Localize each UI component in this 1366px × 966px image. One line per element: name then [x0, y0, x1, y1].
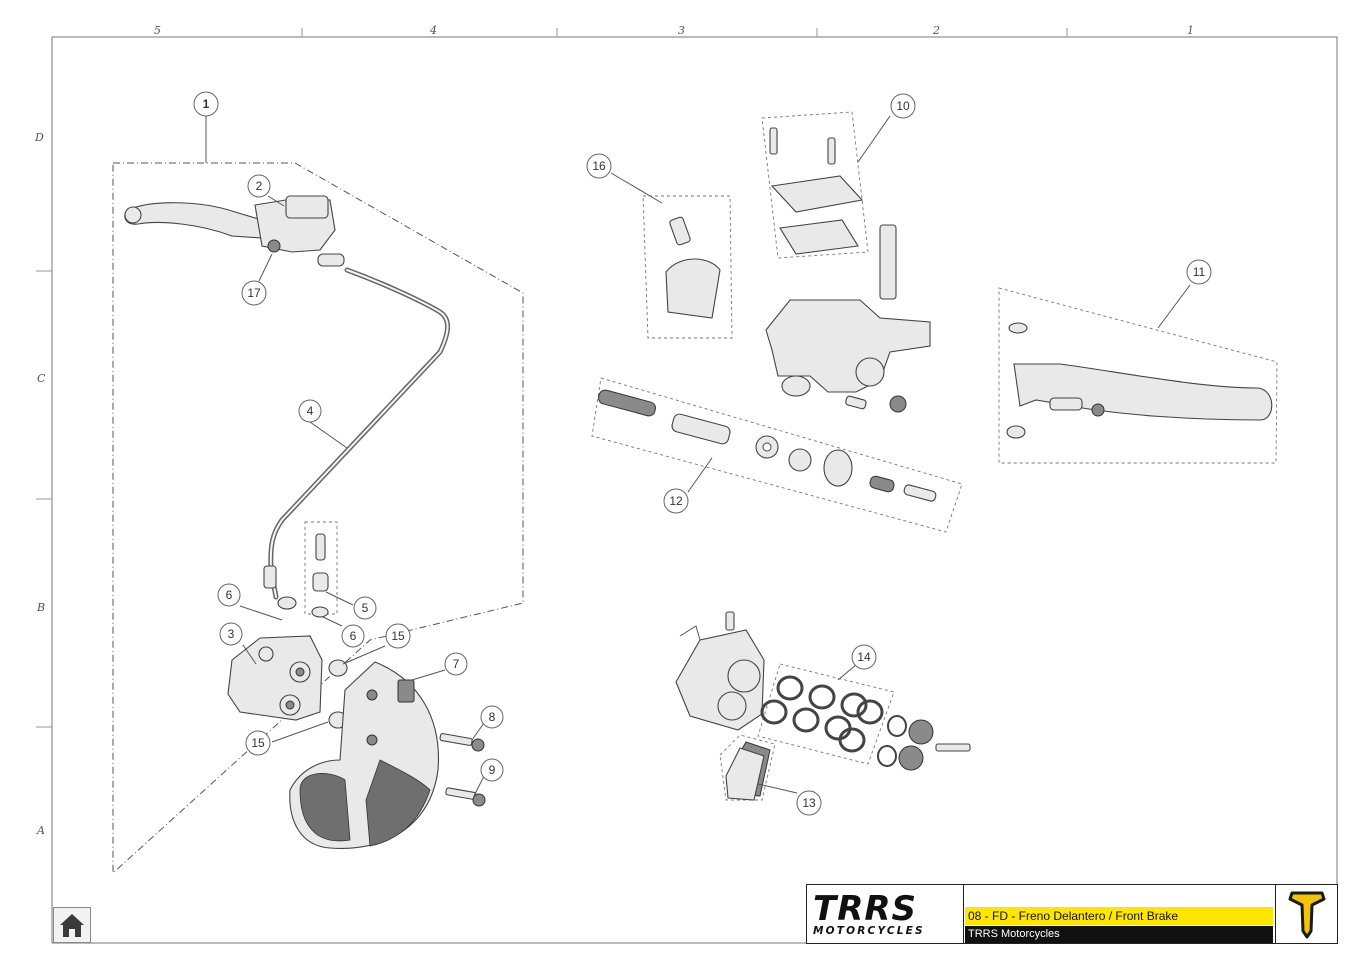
callout-12: 12: [663, 488, 689, 514]
row-label-c: C: [37, 372, 46, 385]
spacer-15a: [328, 659, 348, 677]
company-name: TRRS Motorcycles: [965, 926, 1273, 943]
callout-7: 7: [444, 652, 468, 676]
callout-11: 11: [1186, 259, 1212, 285]
reservoir-cap-10: [769, 127, 864, 255]
callout-14: 14: [851, 644, 877, 670]
callout-3: 3: [219, 622, 243, 646]
column-label-4: 4: [429, 24, 437, 37]
svg-text:5: 5: [362, 601, 369, 615]
home-icon: [60, 914, 84, 937]
callout-2: 2: [247, 174, 271, 198]
svg-text:1: 1: [203, 97, 210, 111]
title-block: TRRS MOTORCYCLES 08 - FD - Freno Delante…: [806, 884, 1338, 944]
svg-text:7: 7: [453, 657, 460, 671]
group-12-boundary: [591, 377, 963, 533]
washer-6b: [311, 606, 329, 618]
callout-17: 17: [241, 280, 267, 306]
callout-16: 16: [586, 153, 612, 179]
callout-15b: 15: [245, 730, 271, 756]
caliper-body-exploded: [675, 611, 765, 731]
callout-9: 9: [480, 758, 504, 782]
callout-13: 13: [796, 790, 822, 816]
svg-text:17: 17: [247, 286, 261, 300]
column-label-2: 2: [932, 24, 940, 37]
seal-kit-14: [760, 675, 884, 753]
column-label-5: 5: [154, 24, 161, 37]
callout-4: 4: [298, 399, 322, 423]
master-cylinder-with-lever: [124, 195, 345, 267]
home-button[interactable]: [53, 907, 91, 943]
callout-5: 5: [353, 596, 377, 620]
svg-text:16: 16: [592, 159, 606, 173]
svg-text:6: 6: [350, 629, 357, 643]
callout-10: 10: [890, 93, 916, 119]
assembly-1-boundary: [112, 162, 524, 875]
svg-text:2: 2: [256, 179, 263, 193]
brake-pads-13: [725, 741, 771, 801]
drawing-frame: [51, 36, 1338, 944]
svg-text:6: 6: [226, 588, 233, 602]
svg-text:11: 11: [1193, 265, 1206, 279]
master-cylinder-body: [765, 224, 931, 413]
column-ticks: [36, 28, 1068, 728]
lever-11: [1006, 322, 1273, 439]
row-label-a: A: [36, 824, 45, 837]
disc-guard-7: [289, 661, 440, 850]
callout-6a: 6: [217, 583, 241, 607]
brand-subtitle: MOTORCYCLES: [813, 925, 925, 937]
callout-1: 1: [193, 91, 219, 117]
svg-text:15: 15: [391, 629, 405, 643]
banjo-bolt-5: [312, 533, 329, 592]
trrs-emblem-icon: [1275, 885, 1338, 943]
callout-15a: 15: [385, 623, 411, 649]
group-16-boundary: [642, 195, 733, 339]
brand-text: TRRS: [813, 889, 918, 929]
trrs-logo: TRRS MOTORCYCLES: [807, 885, 964, 943]
group-14-boundary: [757, 663, 895, 765]
washer-6a: [277, 596, 297, 610]
svg-text:15: 15: [251, 736, 265, 750]
svg-text:13: 13: [802, 796, 816, 810]
column-label-1: 1: [1187, 24, 1194, 37]
svg-text:4: 4: [307, 404, 314, 418]
brake-caliper-3: [227, 635, 323, 721]
svg-text:10: 10: [896, 99, 910, 113]
bolt-9: [445, 787, 486, 807]
bleed-caps: [877, 715, 971, 771]
svg-text:8: 8: [489, 710, 496, 724]
svg-text:14: 14: [857, 650, 871, 664]
row-label-d: D: [34, 131, 44, 144]
svg-text:9: 9: [489, 763, 496, 777]
drawing-title: 08 - FD - Freno Delantero / Front Brake: [965, 907, 1273, 925]
group-10-boundary: [761, 111, 869, 259]
callout-8: 8: [480, 705, 504, 729]
row-label-b: B: [36, 601, 45, 614]
piston-kit-12: [598, 389, 937, 502]
brand-wordmark: TRRS: [813, 889, 917, 929]
callout-6b: 6: [341, 624, 365, 648]
brake-hose-4: [268, 267, 450, 600]
leader-lines: [239, 115, 1191, 797]
svg-text:12: 12: [669, 494, 683, 508]
clamp-16: [665, 216, 721, 319]
column-label-3: 3: [678, 24, 685, 37]
svg-text:3: 3: [228, 627, 235, 641]
bolt-8: [439, 733, 485, 752]
